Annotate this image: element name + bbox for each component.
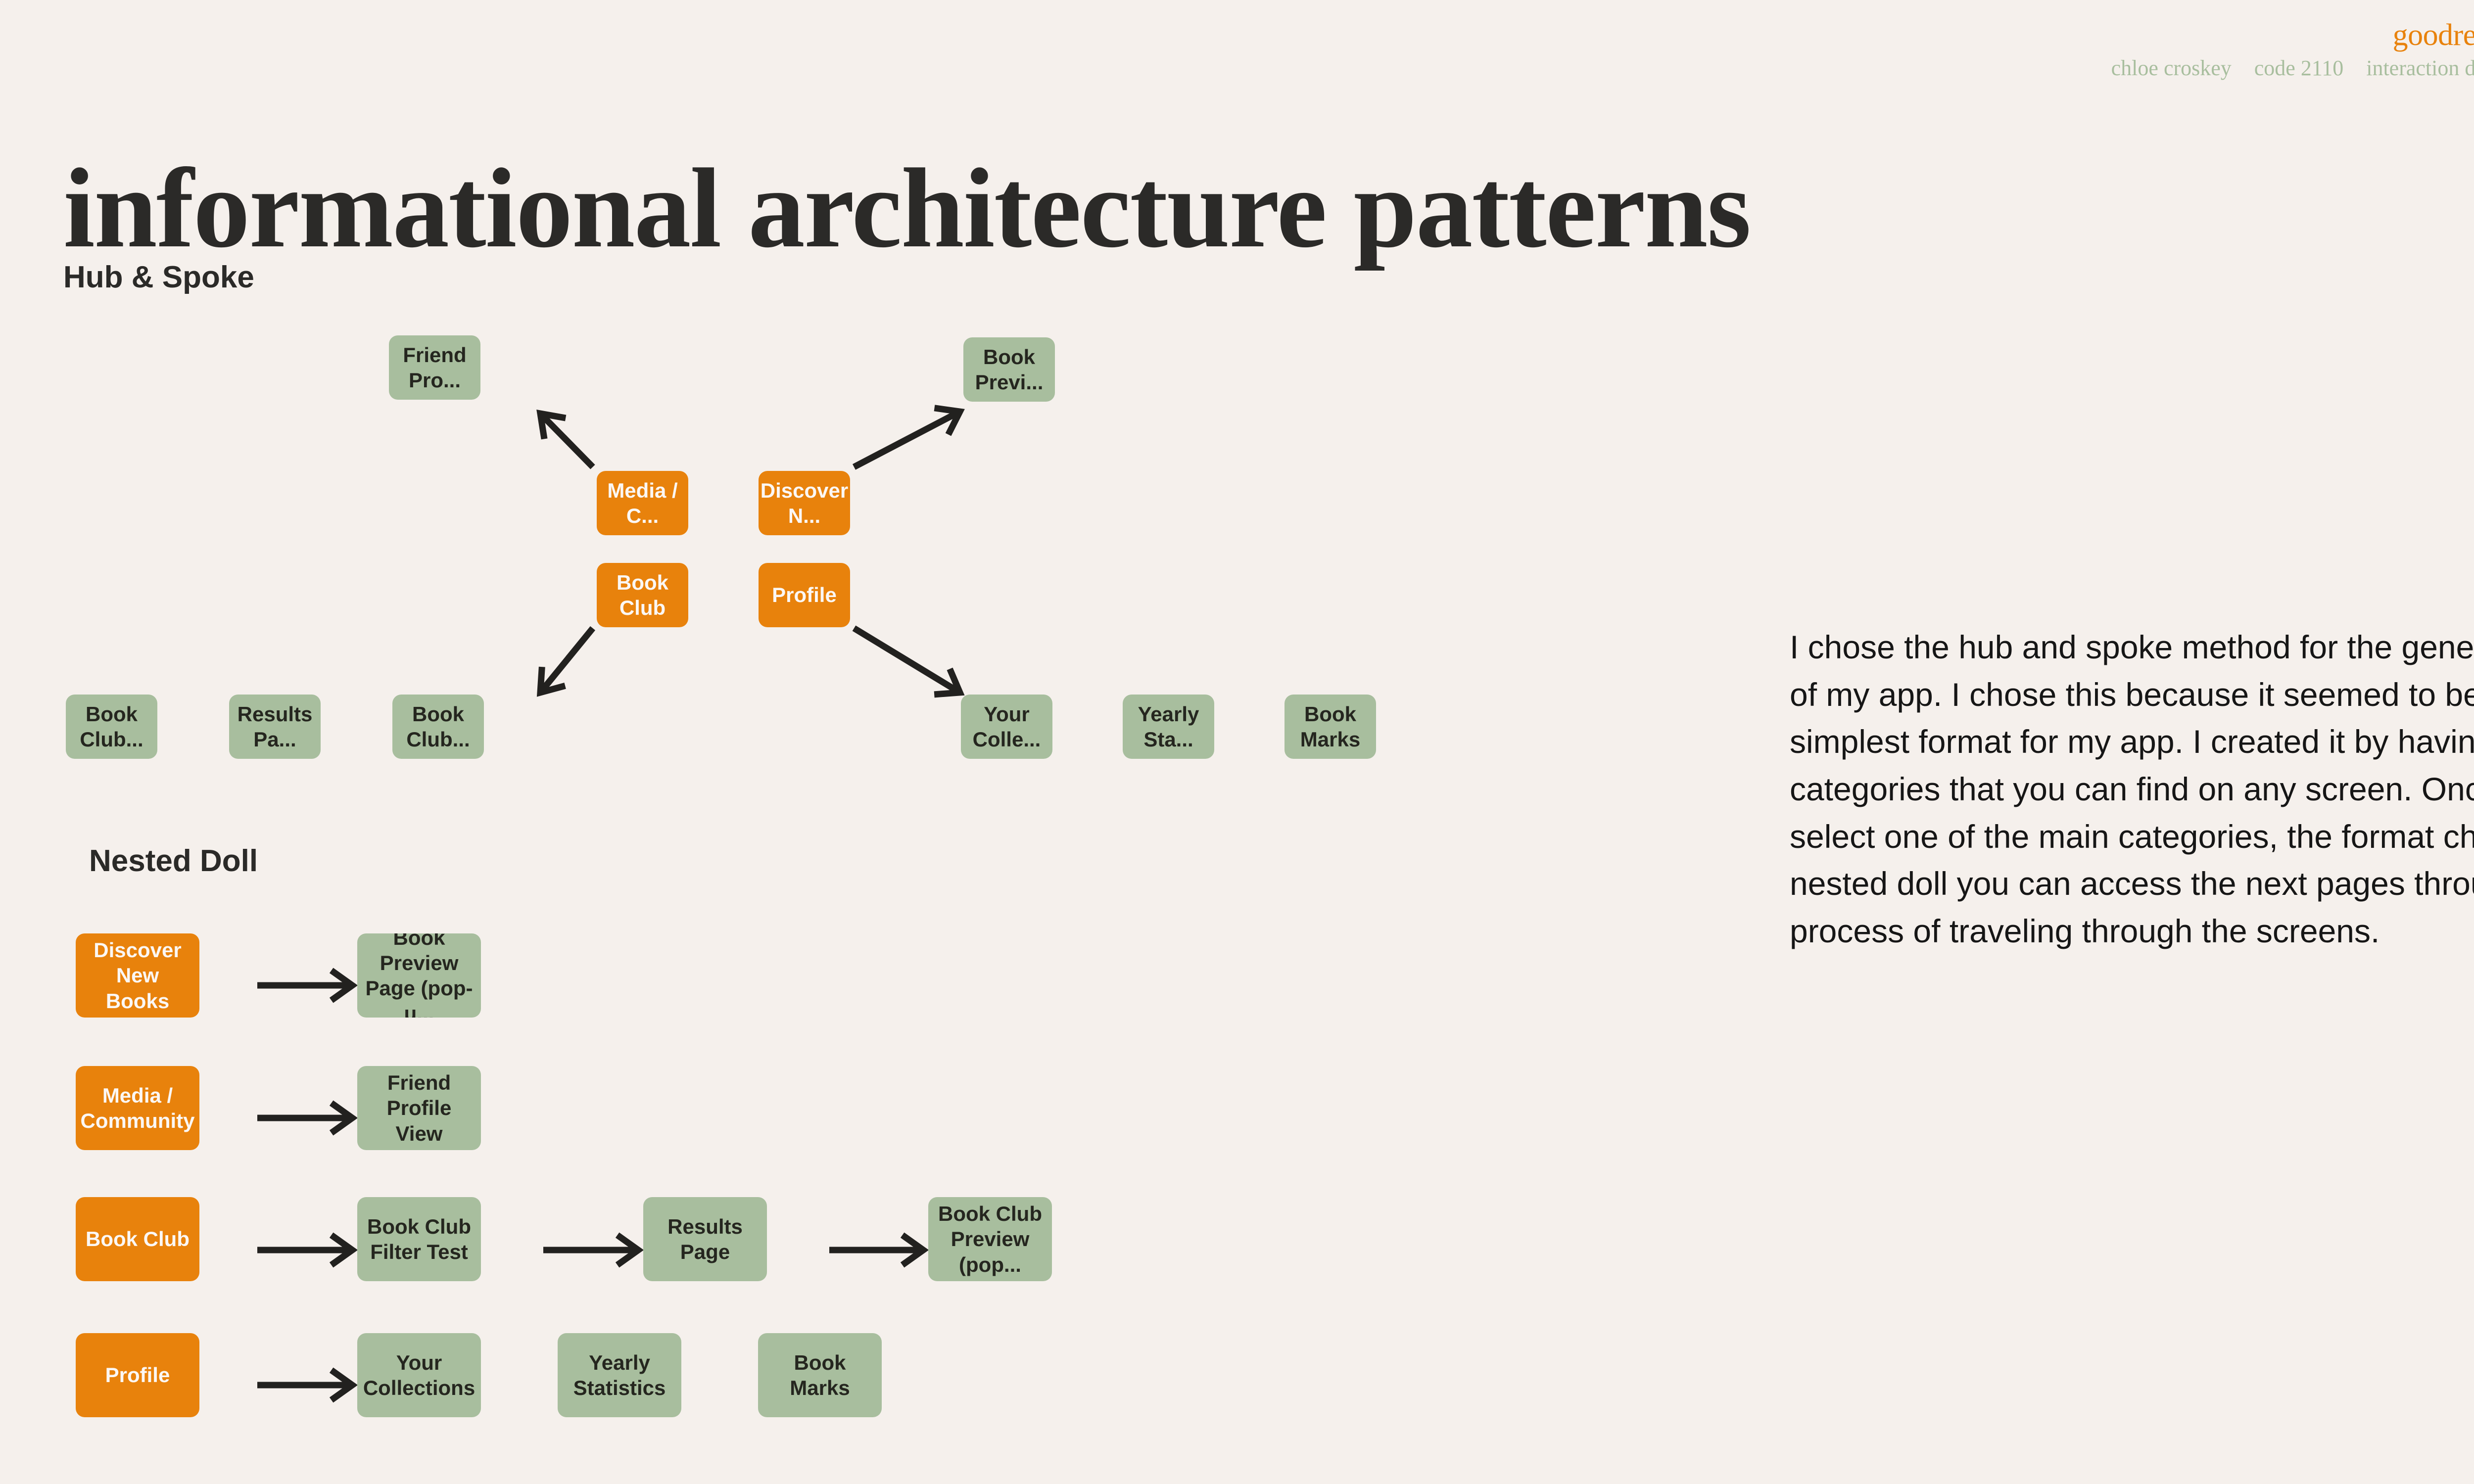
section-heading-hub-spoke: Hub & Spoke xyxy=(63,260,254,294)
node-label: Book Club xyxy=(86,1227,190,1251)
node-label: Book Club... xyxy=(406,702,470,751)
node-label: Book Marks xyxy=(1300,702,1361,751)
spoke-node-1[interactable]: Book Previ... xyxy=(963,337,1055,402)
hub-node-2[interactable]: Book Club xyxy=(597,563,688,627)
nested-arrow-5 xyxy=(257,1367,358,1403)
node-label: Book Club Preview (pop... xyxy=(938,1202,1042,1276)
node-label: Discover N... xyxy=(760,478,849,527)
nested-node-r3-c2[interactable]: Yearly Statistics xyxy=(558,1333,681,1417)
node-label: Media / C... xyxy=(607,478,678,527)
header-meta-block: goodreads redesign 14 chloe croskey code… xyxy=(2111,20,2474,79)
project-tag: goodreads redesign 14 xyxy=(2392,18,2474,52)
node-label: Yearly Statistics xyxy=(573,1350,666,1399)
node-label: Yearly Sta... xyxy=(1138,702,1199,751)
node-label: Profile xyxy=(772,583,837,607)
hub-arrow-2 xyxy=(536,626,596,697)
nested-node-r2-c0[interactable]: Book Club xyxy=(76,1197,199,1281)
node-label: Your Collections xyxy=(363,1350,476,1399)
node-label: Friend Profile View xyxy=(386,1071,452,1145)
spoke-node-0[interactable]: Friend Pro... xyxy=(389,335,480,400)
node-label: Book Previ... xyxy=(975,345,1044,394)
meta-author: chloe croskey xyxy=(2111,56,2232,80)
nested-node-r1-c0[interactable]: Media / Community xyxy=(76,1066,199,1150)
spoke-node-6[interactable]: Yearly Sta... xyxy=(1123,695,1214,759)
node-label: Book Club... xyxy=(80,702,143,751)
spoke-node-7[interactable]: Book Marks xyxy=(1285,695,1376,759)
hub-arrow-0 xyxy=(536,410,595,469)
meta-course-code: code 2110 xyxy=(2254,56,2344,80)
meta-course-name: interaction design xyxy=(2366,56,2474,80)
page-title: informational architecture patterns xyxy=(63,145,1751,272)
nested-node-r2-c3[interactable]: Book Club Preview (pop... xyxy=(928,1197,1052,1281)
spoke-node-4[interactable]: Book Club... xyxy=(392,695,484,759)
hub-node-1[interactable]: Discover N... xyxy=(759,471,850,535)
nested-node-r2-c2[interactable]: Results Page xyxy=(643,1197,767,1281)
section-heading-nested-doll: Nested Doll xyxy=(89,844,258,878)
spoke-node-5[interactable]: Your Colle... xyxy=(961,695,1052,759)
nested-arrow-4 xyxy=(829,1232,929,1268)
hub-node-0[interactable]: Media / C... xyxy=(597,471,688,535)
spoke-node-2[interactable]: Book Club... xyxy=(66,695,157,759)
node-label: Book Club Filter Test xyxy=(367,1214,471,1263)
hub-arrow-1 xyxy=(852,405,965,470)
nested-arrow-3 xyxy=(543,1232,644,1268)
node-label: Friend Pro... xyxy=(403,343,467,392)
hub-spoke-arrows xyxy=(536,405,965,698)
node-label: Profile xyxy=(105,1363,170,1387)
nested-arrow-2 xyxy=(257,1232,358,1268)
node-label: Book Preview Page (pop-u... xyxy=(365,933,473,1018)
nested-node-r3-c0[interactable]: Profile xyxy=(76,1333,199,1417)
spoke-node-3[interactable]: Results Pa... xyxy=(229,695,321,759)
nested-node-r0-c1[interactable]: Book Preview Page (pop-u... xyxy=(357,933,481,1018)
nested-arrow-1 xyxy=(257,1100,358,1136)
node-label: Results Pa... xyxy=(237,702,313,751)
hub-node-3[interactable]: Profile xyxy=(759,563,850,627)
nested-arrow-0 xyxy=(257,968,358,1003)
node-label: Results Page xyxy=(667,1214,743,1263)
node-label: Media / Community xyxy=(80,1083,195,1132)
header-meta-row: chloe croskey code 2110 interaction desi… xyxy=(2111,57,2474,79)
node-label: Your Colle... xyxy=(972,702,1041,751)
node-label: Book Marks xyxy=(790,1350,850,1399)
nested-node-r2-c1[interactable]: Book Club Filter Test xyxy=(357,1197,481,1281)
nested-node-r0-c0[interactable]: Discover New Books xyxy=(76,933,199,1018)
hub-arrow-3 xyxy=(852,625,965,698)
node-label: Discover New Books xyxy=(94,938,182,1013)
nested-node-r3-c3[interactable]: Book Marks xyxy=(758,1333,882,1417)
nested-node-r3-c1[interactable]: Your Collections xyxy=(357,1333,481,1417)
nested-node-r1-c1[interactable]: Friend Profile View xyxy=(357,1066,481,1150)
rationale-paragraph: I chose the hub and spoke method for the… xyxy=(1790,629,2474,950)
node-label: Book Club xyxy=(617,570,668,619)
